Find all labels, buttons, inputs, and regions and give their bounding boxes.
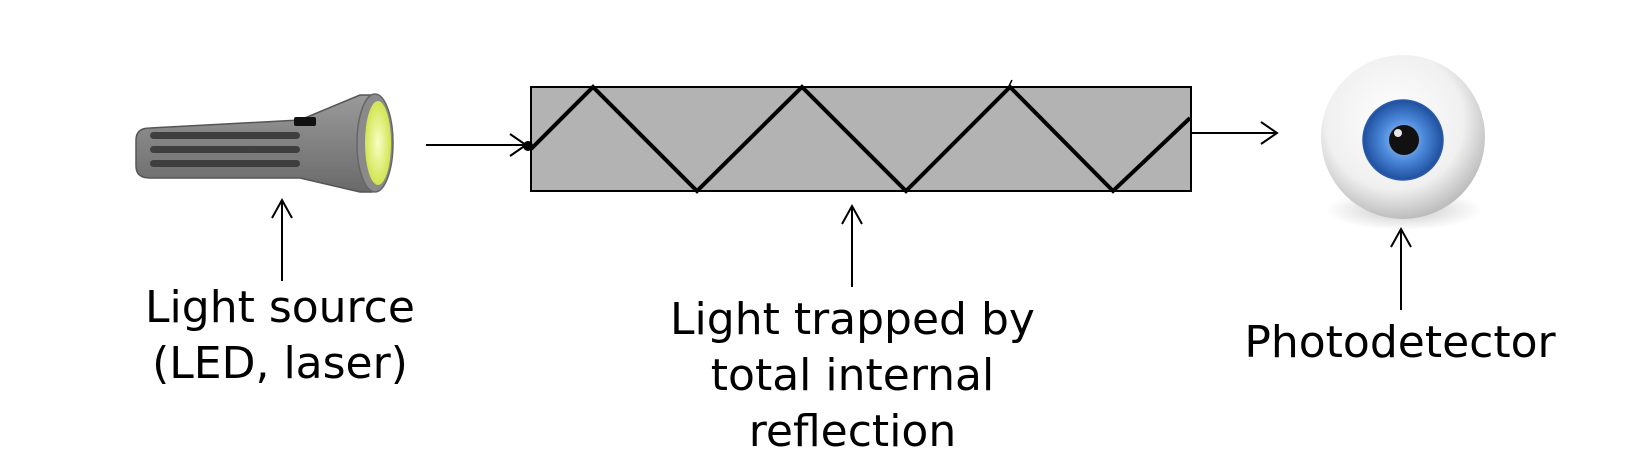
fiber-label: Light trapped by total internal reflecti…	[650, 292, 1055, 460]
input-arrow	[426, 133, 528, 157]
flashlight-icon	[135, 93, 394, 193]
photodetector-label-line-1: Photodetector	[1244, 317, 1556, 368]
optical-fiber	[523, 79, 1192, 194]
pointer-arrow-fiber	[841, 203, 863, 287]
output-arrow	[1192, 121, 1279, 145]
reflection-path	[529, 84, 1192, 194]
fiber-label-line-2: total internal	[710, 350, 995, 401]
light-source-label-line-1: Light source	[145, 282, 415, 333]
photodetector-label: Photodetector	[1235, 315, 1565, 371]
light-source-label-line-2: (LED, laser)	[152, 338, 408, 389]
eye-icon	[1321, 55, 1485, 230]
fiber-label-line-1: Light trapped by	[670, 294, 1035, 345]
pointer-arrow-light-source	[271, 197, 293, 281]
pointer-arrow-detector	[1390, 226, 1412, 310]
fiber-label-line-3: reflection	[748, 406, 957, 457]
light-source-label: Light source (LED, laser)	[130, 280, 430, 392]
